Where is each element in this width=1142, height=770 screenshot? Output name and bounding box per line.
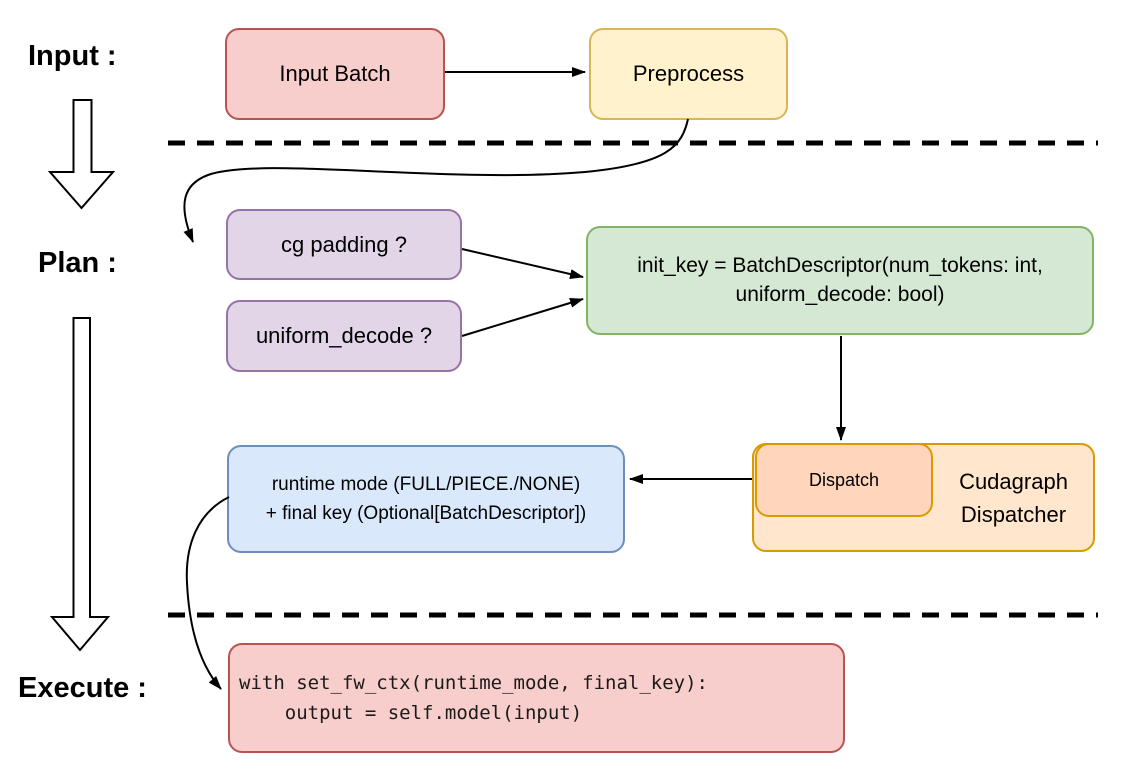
node-cg-padding-label: cg padding ?: [281, 231, 407, 257]
arrow-cg-padding-to-init-key: [461, 248, 584, 279]
node-input-batch-label: Input Batch: [279, 61, 391, 87]
input-to-plan-down-arrow-icon: [47, 99, 116, 210]
arrow-uniform-decode-to-init-key: [461, 298, 584, 337]
node-runtime-mode: runtime mode (FULL/PIECE./NONE) + final …: [227, 445, 625, 553]
node-dispatch-label: Dispatch: [808, 469, 880, 490]
node-runtime-mode-line1: runtime mode (FULL/PIECE./NONE): [271, 473, 581, 495]
node-cudagraph-dispatcher-line1: Cudagraph: [959, 468, 1068, 494]
stage-label-input: Input :: [28, 40, 117, 72]
node-runtime-mode-line2: + final key (Optional[BatchDescriptor]): [265, 503, 587, 524]
plan-to-execute-down-arrow-icon: [49, 317, 111, 652]
execute-code-line1: with set_fw_ctx(runtime_mode, final_key)…: [239, 671, 708, 694]
node-uniform-decode: uniform_decode ?: [226, 300, 462, 372]
node-init-key: init_key = BatchDescriptor(num_tokens: i…: [586, 226, 1094, 335]
node-preprocess-label: Preprocess: [632, 61, 745, 87]
stage-label-execute: Execute :: [18, 672, 147, 704]
node-dispatch: Dispatch: [755, 443, 933, 517]
node-init-key-line2: uniform_decode: bool): [735, 282, 945, 306]
arrow-runtime-mode-to-execute-code: [185, 496, 230, 690]
node-cudagraph-dispatcher-line2: Dispatcher: [960, 501, 1067, 527]
node-cg-padding: cg padding ?: [226, 209, 462, 280]
node-preprocess: Preprocess: [589, 28, 788, 120]
execute-code-line2: output = self.model(input): [239, 702, 583, 724]
node-cudagraph-dispatcher-label: Cudagraph Dispatcher: [932, 445, 1095, 550]
node-uniform-decode-label: uniform_decode ?: [255, 323, 433, 349]
stage-label-plan: Plan :: [38, 247, 117, 279]
node-input-batch: Input Batch: [225, 28, 445, 120]
node-init-key-line1: init_key = BatchDescriptor(num_tokens: i…: [637, 254, 1043, 278]
node-execute-code: with set_fw_ctx(runtime_mode, final_key)…: [228, 643, 845, 753]
